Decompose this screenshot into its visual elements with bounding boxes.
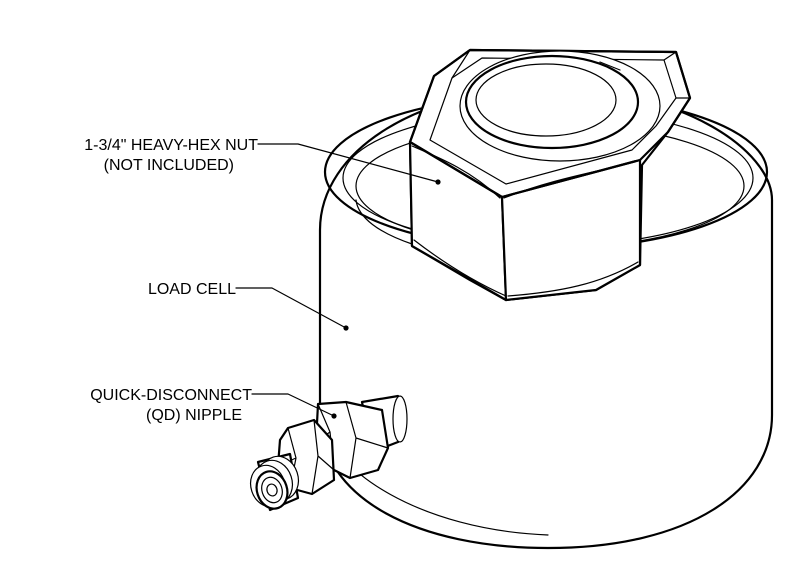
hex-nut	[408, 48, 692, 302]
qd-callout-line1: QUICK-DISCONNECT	[90, 387, 252, 404]
load-cell-leader	[235, 287, 347, 329]
qd-callout-line2: (QD) NIPPLE	[146, 407, 242, 424]
nut-leader	[257, 143, 439, 183]
load-cell-leader-dot	[343, 325, 349, 331]
nut-callout-line2: (NOT INCLUDED)	[104, 157, 234, 174]
load-cell-callout: LOAD CELL	[148, 281, 236, 298]
qd-leader	[251, 393, 335, 417]
nut-leader-dot	[435, 179, 441, 185]
leader-lines	[235, 143, 441, 419]
qd-nipple	[249, 394, 408, 512]
qd-leader-dot	[331, 413, 337, 419]
nut-callout-line1: 1-3/4" HEAVY-HEX NUT	[84, 137, 258, 154]
